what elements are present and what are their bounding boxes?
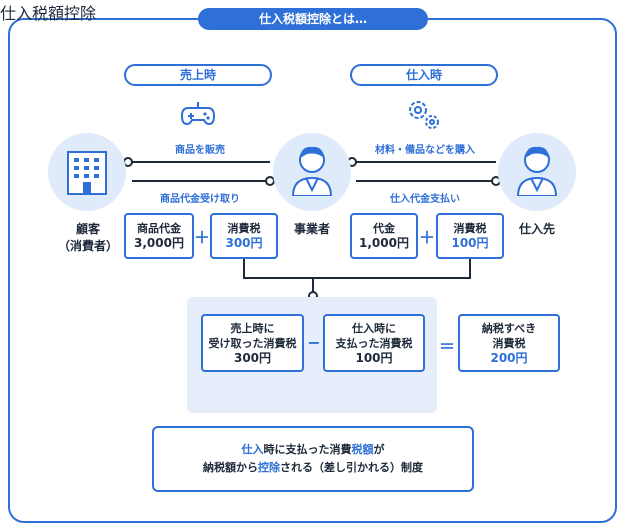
summary-text: される（差し引かれる）制度 bbox=[280, 461, 423, 474]
equals-sign: ＝ bbox=[438, 337, 455, 356]
sales-price-box: 商品代金 3,000円 bbox=[124, 213, 194, 259]
sell-goods-label: 商品を販売 bbox=[175, 145, 225, 156]
purchase-price-value: 1,000円 bbox=[359, 236, 409, 250]
paid-tax-line2: 支払った消費税 bbox=[335, 337, 413, 350]
received-tax-box: 売上時に 受け取った消費税 300円 bbox=[201, 314, 304, 372]
customer-label: 顧客 bbox=[75, 222, 100, 236]
tax-due-box: 納税すべき 消費税 200円 bbox=[458, 314, 560, 372]
person-icon bbox=[516, 146, 558, 196]
sales-tax-box: 消費税 300円 bbox=[210, 213, 278, 259]
purchase-price-label: 代金 bbox=[373, 222, 395, 235]
supplier-label: 仕入先 bbox=[518, 222, 555, 236]
summary-box: 仕入時に支払った消費税額が 納税額から控除される（差し引かれる）制度 bbox=[152, 426, 474, 492]
purchase-tax-label: 消費税 bbox=[453, 222, 487, 235]
paid-tax-value: 100円 bbox=[355, 351, 393, 365]
summary-hl-zeigaku: 税額 bbox=[351, 443, 374, 456]
summary-line2: 納税額から控除される（差し引かれる）制度 bbox=[154, 459, 472, 477]
person-icon bbox=[291, 146, 333, 196]
tax-due-value: 200円 bbox=[490, 351, 528, 365]
purchase-tax-box: 消費税 100円 bbox=[436, 213, 504, 259]
paid-tax-box: 仕入時に 支払った消費税 100円 bbox=[323, 314, 425, 372]
summary-text: 納税額から bbox=[203, 461, 258, 474]
gamepad-icon bbox=[180, 102, 216, 126]
customer-sublabel: （消費者） bbox=[57, 239, 118, 253]
sales-price-value: 3,000円 bbox=[134, 236, 184, 250]
sales-tax-label: 消費税 bbox=[227, 222, 261, 235]
plus-sign: ＋ bbox=[194, 228, 211, 247]
receive-payment-label: 商品代金受け取り bbox=[160, 194, 240, 205]
summary-line1: 仕入時に支払った消費税額が bbox=[154, 441, 472, 459]
tax-due-line2: 消費税 bbox=[492, 337, 526, 350]
pay-supplier-label: 仕入代金支払い bbox=[390, 194, 460, 205]
plus-sign: ＋ bbox=[418, 228, 435, 247]
purchase-tax-value: 100円 bbox=[451, 236, 489, 250]
paid-tax-line1: 仕入時に bbox=[352, 322, 396, 335]
summary-hl-shiire: 仕入 bbox=[241, 443, 264, 456]
sales-tax-value: 300円 bbox=[225, 236, 263, 250]
received-tax-line1: 売上時に bbox=[230, 322, 275, 335]
minus-sign: − bbox=[307, 333, 321, 352]
summary-hl-koujo: 控除 bbox=[258, 461, 280, 474]
sales-time-pill: 売上時 bbox=[124, 64, 272, 86]
building-icon bbox=[67, 151, 107, 195]
received-tax-value: 300円 bbox=[233, 351, 272, 365]
summary-text: が bbox=[373, 443, 385, 456]
purchase-time-pill: 仕入時 bbox=[350, 64, 498, 86]
buy-materials-label: 材料・備品などを購入 bbox=[375, 145, 475, 156]
deduction-title: 仕入税額控除 bbox=[0, 4, 97, 23]
summary-text: 時に支払った消費 bbox=[263, 443, 352, 456]
tax-due-line1: 納税すべき bbox=[481, 322, 537, 335]
received-tax-line2: 受け取った消費税 bbox=[208, 337, 297, 350]
purchase-price-box: 代金 1,000円 bbox=[350, 213, 418, 259]
sales-price-label: 商品代金 bbox=[137, 222, 181, 235]
business-label: 事業者 bbox=[293, 222, 330, 236]
page-title: 仕入税額控除とは… bbox=[198, 8, 428, 30]
gears-icon bbox=[409, 101, 439, 129]
